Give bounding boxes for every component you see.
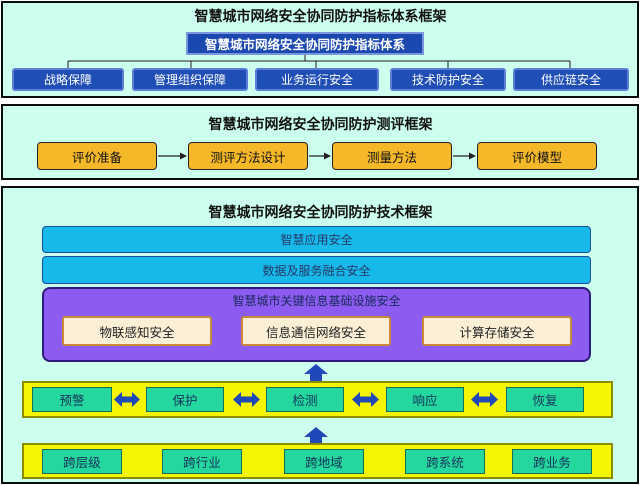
- evaluation-framework-title: 智慧城市网络安全协同防护测评框架: [208, 117, 433, 133]
- indicator-management: 管理组织保障: [132, 68, 248, 91]
- cycle-response: 响应: [386, 387, 464, 412]
- infrastructure-security-title: 智慧城市关键信息基础设施安全: [232, 294, 401, 308]
- cycle-recovery: 恢复: [506, 387, 584, 412]
- cycle-detection: 检测: [266, 387, 344, 412]
- infra-comm-network: 信息通信网络安全: [241, 316, 391, 346]
- step-method-design: 测评方法设计: [188, 142, 308, 170]
- layer-smart-application: 智慧应用安全: [42, 226, 591, 253]
- scope-cross-system: 跨系统: [405, 449, 485, 474]
- indicator-technical: 技术防护安全: [390, 68, 506, 91]
- scope-cross-industry: 跨行业: [162, 449, 242, 474]
- technical-framework-title: 智慧城市网络安全协同防护技术框架: [208, 205, 433, 221]
- infra-compute-storage: 计算存储安全: [422, 316, 572, 346]
- indicator-system-root: 智慧城市网络安全协同防护指标体系: [186, 32, 424, 55]
- step-evaluation-prep: 评价准备: [37, 142, 157, 170]
- scope-cross-level: 跨层级: [42, 449, 122, 474]
- step-evaluation-model: 评价模型: [477, 142, 597, 170]
- cycle-warning: 预警: [32, 387, 112, 412]
- indicator-strategy: 战略保障: [12, 68, 124, 91]
- indicator-operations: 业务运行安全: [255, 68, 379, 91]
- cycle-protection: 保护: [146, 387, 224, 412]
- indicator-framework-title: 智慧城市网络安全协同防护指标体系框架: [194, 9, 447, 25]
- indicator-supply-chain: 供应链安全: [513, 68, 629, 91]
- step-measurement: 测量方法: [332, 142, 452, 170]
- scope-cross-region: 跨地域: [284, 449, 364, 474]
- scope-cross-business: 跨业务: [512, 449, 592, 474]
- tree-connectors: [67, 53, 571, 69]
- infra-iot-sensing: 物联感知安全: [62, 316, 212, 346]
- layer-data-service-fusion: 数据及服务融合安全: [42, 256, 591, 284]
- step-arrows: [158, 152, 476, 160]
